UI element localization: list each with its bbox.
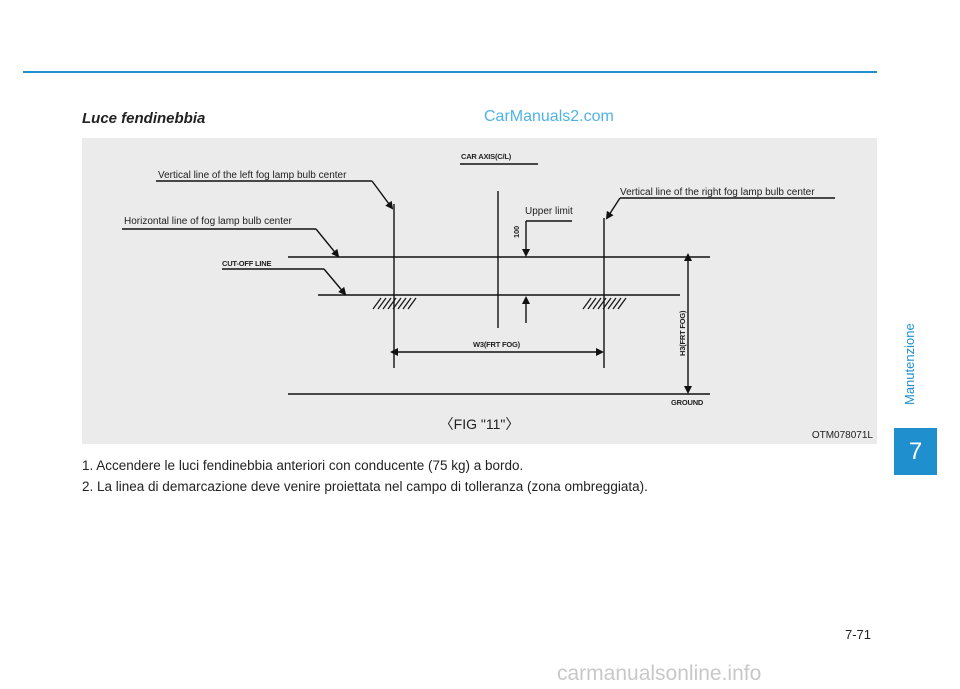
tolerance-hatching-left xyxy=(372,297,417,310)
step-2: 2. La linea di demarcazione deve venire … xyxy=(82,479,648,494)
upper-limit-label: Upper limit xyxy=(525,206,573,217)
watermark-top: CarManuals2.com xyxy=(484,108,614,125)
h3-label: H3(FRT FOG) xyxy=(678,310,687,356)
right-vertical-label: Vertical line of the right fog lamp bulb… xyxy=(620,187,815,198)
figure-caption: 〈FIG "11"〉 xyxy=(439,416,520,432)
left-vertical-label: Vertical line of the left fog lamp bulb … xyxy=(158,170,347,181)
horizontal-line-label: Horizontal line of fog lamp bulb center xyxy=(124,216,292,227)
cutoff-leader xyxy=(323,268,347,296)
watermark-bottom: carmanualsonline.info xyxy=(557,662,762,685)
step-1: 1. Accendere le luci fendinebbia anterio… xyxy=(82,458,524,473)
tolerance-hatching-right xyxy=(582,297,627,310)
ground-label: GROUND xyxy=(671,398,704,407)
cutoff-line-label: CUT-OFF LINE xyxy=(222,259,272,268)
chapter-side-label: Manutenzione xyxy=(902,323,917,405)
fog-lamp-aiming-figure: CAR AXIS(C/L) Vertical line of the left … xyxy=(82,138,877,444)
chapter-number-badge: 7 xyxy=(894,428,937,475)
w3-label: W3(FRT FOG) xyxy=(473,340,520,349)
horizontal-leader xyxy=(315,228,340,258)
instruction-steps: 1. Accendere le luci fendinebbia anterio… xyxy=(82,455,648,497)
car-axis-label: CAR AXIS(C/L) xyxy=(461,152,512,161)
page-number: 7-71 xyxy=(845,627,872,642)
figure-code: OTM078071L xyxy=(811,430,873,441)
aiming-diagram xyxy=(122,163,835,395)
right-leader xyxy=(605,197,621,220)
top-rule xyxy=(23,71,877,73)
section-heading: Luce fendinebbia xyxy=(82,110,206,127)
left-leader xyxy=(371,180,394,210)
dimension-100-label: 100 xyxy=(512,226,521,238)
